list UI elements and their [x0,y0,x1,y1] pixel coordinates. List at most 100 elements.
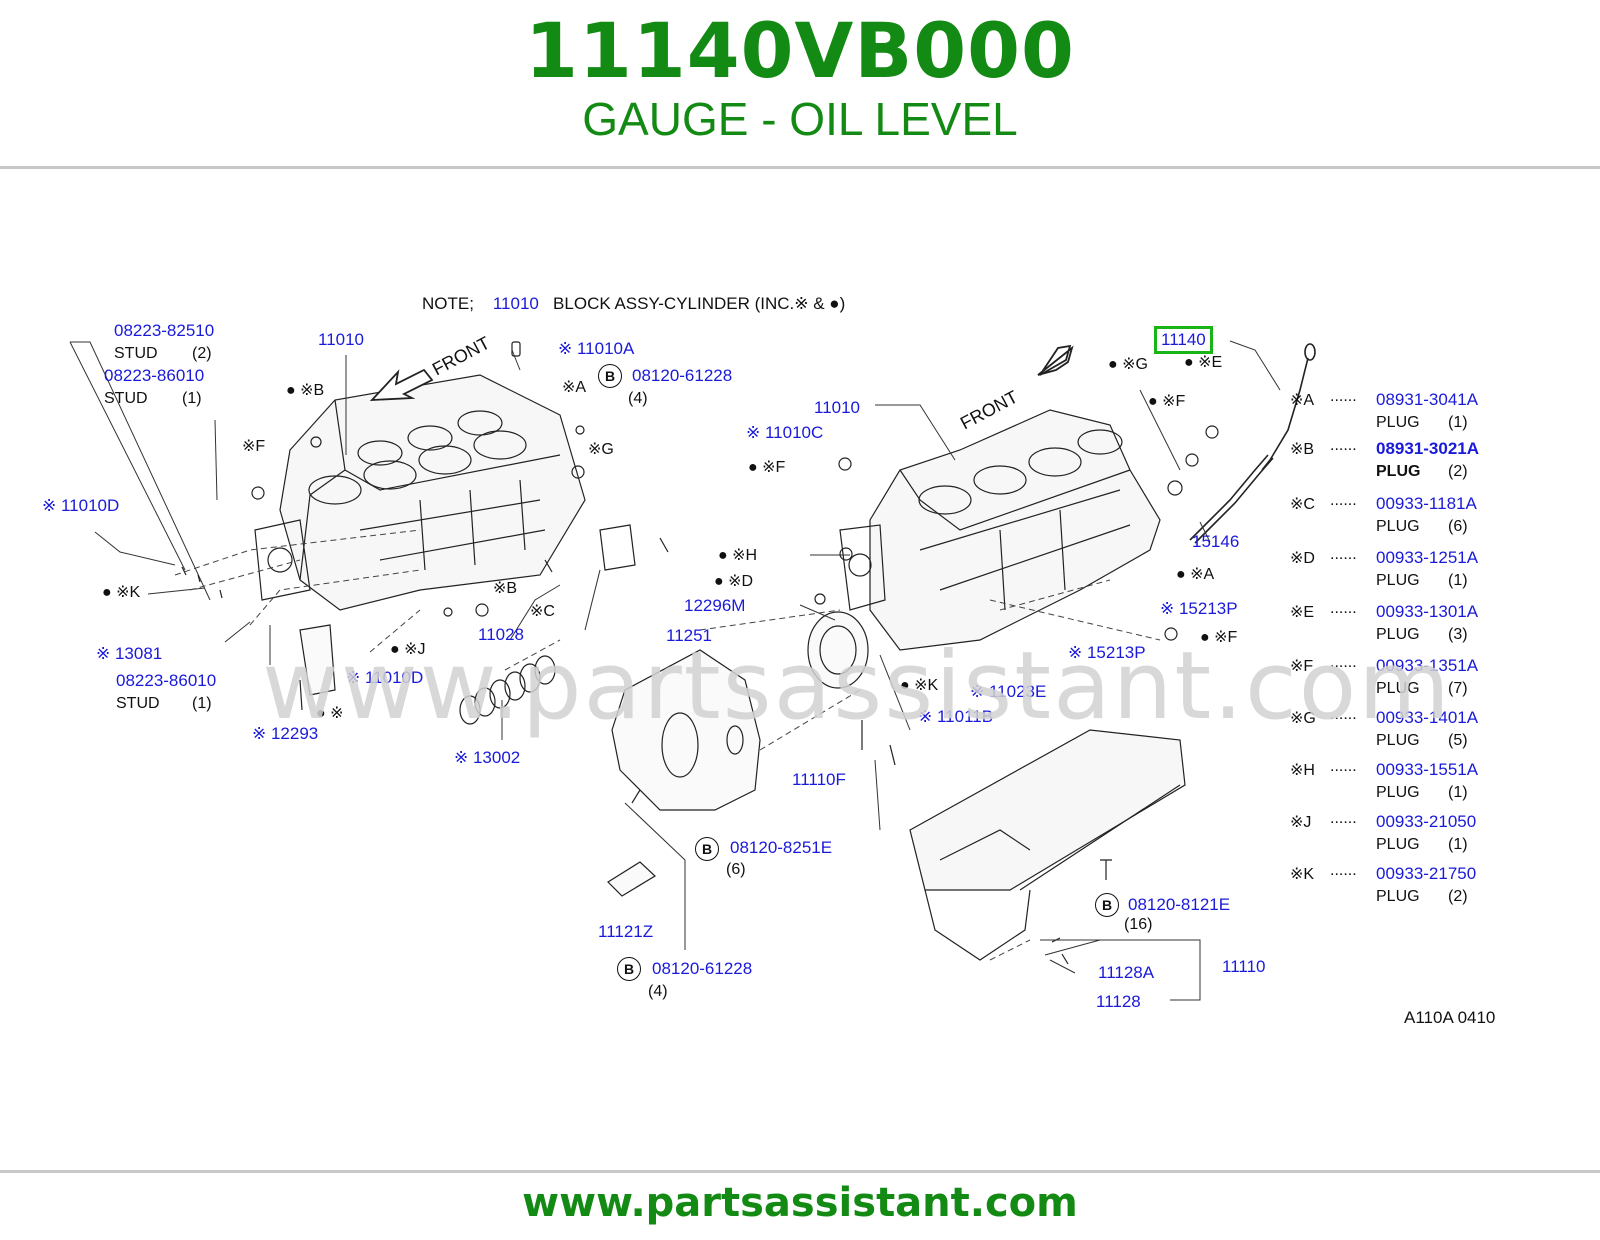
diagram-note: NOTE; 11010 BLOCK ASSY-CYLINDER (INC.※ &… [422,294,845,314]
legend-part-name: PLUG [1376,572,1420,589]
front-arrow-left-drawing [369,368,434,402]
legend-dots: ...... [1330,810,1357,827]
header-divider [0,166,1600,169]
footer-divider [0,1170,1600,1173]
legend-qty: (2) [1448,888,1468,905]
callout-13081[interactable]: ※ 13081 [96,644,163,663]
legend-part-link[interactable]: 00933-1301A [1376,602,1479,621]
callout-11140-highlighted[interactable]: 11140 [1154,326,1213,354]
legend-part-link[interactable]: 08931-3021A [1376,439,1480,458]
callout-11028[interactable]: 11028 [478,625,525,644]
legend-dots: ...... [1330,758,1357,775]
diagram-drawing [69,340,1316,1001]
legend-part-name: PLUG [1376,463,1421,480]
callout-plug-e: ● ※E [1184,354,1223,371]
legend-part-link[interactable]: 00933-1401A [1376,708,1479,727]
callout-qty: (4) [648,983,668,1000]
legend-symbol: ※A [1290,392,1315,409]
callout-08223-82510[interactable]: 08223-82510 [114,321,215,340]
part-number-title: 11140VB000 [525,6,1075,95]
watermark: www.partsassistant.com [262,632,1452,741]
callout-08120-61228[interactable]: 08120-61228 [632,366,733,385]
callout-plug-g-right: ● ※G [1108,356,1148,373]
legend-qty: (1) [1448,414,1468,431]
legend-qty: (1) [1448,572,1468,589]
legend-row: ※B ...... 08931-3021A PLUG (2) [1290,437,1520,487]
callout-plug-f-3: ● ※F [1200,629,1238,646]
callout-11010-left[interactable]: 11010 [318,330,365,349]
legend-symbol: ※K [1290,866,1315,883]
callout-plug-j: ● ※J [390,641,426,658]
page-header: 11140VB000 GAUGE - OIL LEVEL [0,0,1600,168]
legend-part-link[interactable]: 00933-1251A [1376,548,1479,567]
callout-plug-b2: ※B [493,580,518,597]
callout-15213P-b[interactable]: ※ 15213P [1068,643,1146,662]
parts-diagram: NOTE; 11010 BLOCK ASSY-CYLINDER (INC.※ &… [0,170,1600,1170]
legend-row: ※A ...... 08931-3041A PLUG (1) [1290,388,1520,438]
callout-11011B[interactable]: ※ 11011B [918,707,994,726]
legend-row: ※F ...... 00933-1351A PLUG (7) [1290,654,1520,704]
callout-12293[interactable]: ※ 12293 [252,724,319,743]
legend-part-name: PLUG [1376,414,1420,431]
callout-11128A[interactable]: 11128A [1098,963,1155,982]
legend-symbol: ※B [1290,441,1315,458]
callout-08120-8251E[interactable]: 08120-8251E [730,838,833,857]
legend-row: ※C ...... 00933-1181A PLUG (6) [1290,492,1520,542]
callout-11110[interactable]: 11110 [1222,957,1266,976]
callout-11010-right[interactable]: 11010 [814,398,861,417]
callout-08120-61228-b[interactable]: 08120-61228 [652,959,753,978]
note-prefix: NOTE; [422,294,474,313]
callout-stud-qty: (1) [182,390,202,407]
legend-dots: ...... [1330,492,1357,509]
callout-15213P[interactable]: ※ 15213P [1160,599,1238,618]
callout-12296M[interactable]: 12296M [684,596,746,615]
legend-part-name: PLUG [1376,680,1420,697]
callout-11023E[interactable]: ※ 11023E [970,682,1047,701]
legend-dots: ...... [1330,600,1357,617]
bolt-b-badge: B [598,364,622,388]
callout-11251[interactable]: 11251 [666,626,713,645]
assembly-dashed-lines [174,529,1161,961]
callout-11010D-b[interactable]: ※ 11010D [346,668,424,687]
callout-15146[interactable]: 15146 [1192,532,1240,551]
legend-part-link[interactable]: 00933-1551A [1376,760,1479,779]
legend-symbol: ※D [1290,550,1315,567]
bolt-b-badge: B [1095,893,1119,917]
footer-url-link[interactable]: www.partsassistant.com [522,1180,1078,1226]
diagram-code: A110A 0410 [1404,1008,1496,1027]
legend-part-link[interactable]: 00933-21050 [1376,812,1477,831]
callout-11128[interactable]: 11128 [1096,992,1141,1011]
callout-13002[interactable]: ※ 13002 [454,748,521,767]
callout-qty: (6) [726,861,746,878]
legend-part-name: PLUG [1376,888,1420,905]
legend-qty: (2) [1448,463,1468,480]
callout-11010D[interactable]: ※ 11010D [42,496,120,515]
legend-symbol: ※G [1290,710,1316,727]
callout-08223-86010-b[interactable]: 08223-86010 [116,671,217,690]
callout-qty: (4) [628,390,648,407]
legend-part-link[interactable]: 00933-1181A [1376,494,1477,513]
legend-part-link[interactable]: 00933-1351A [1376,656,1479,675]
legend-qty: (5) [1448,732,1468,749]
legend-dots: ...... [1330,546,1357,563]
callout-08120-8121E[interactable]: 08120-8121E [1128,895,1231,914]
callout-11110F[interactable]: 11110F [792,770,846,789]
legend-part-link[interactable]: 00933-21750 [1376,864,1477,883]
callout-11010A[interactable]: ※ 11010A [558,339,635,358]
callout-plug-k: ● ※K [102,584,141,601]
bolts-and-plugs-drawing [181,341,1219,965]
callout-plug-f-2: ● ※F [748,459,786,476]
legend-part-name: PLUG [1376,784,1420,801]
legend-qty: (1) [1448,784,1468,801]
callout-11010C[interactable]: ※ 11010C [746,423,824,442]
callout-qty: (16) [1124,916,1153,933]
legend-part-link[interactable]: 08931-3041A [1376,390,1479,409]
legend-qty: (6) [1448,518,1468,535]
callout-plug-f: ※F [242,438,266,455]
callout-11121Z[interactable]: 11121Z [598,922,654,941]
callout-08223-86010[interactable]: 08223-86010 [104,366,205,385]
right-cylinder-block-drawing [839,409,1161,651]
note-part-link[interactable]: 11010 [492,294,539,313]
legend-row: ※E ...... 00933-1301A PLUG (3) [1290,600,1520,650]
legend-part-name: PLUG [1376,836,1420,853]
